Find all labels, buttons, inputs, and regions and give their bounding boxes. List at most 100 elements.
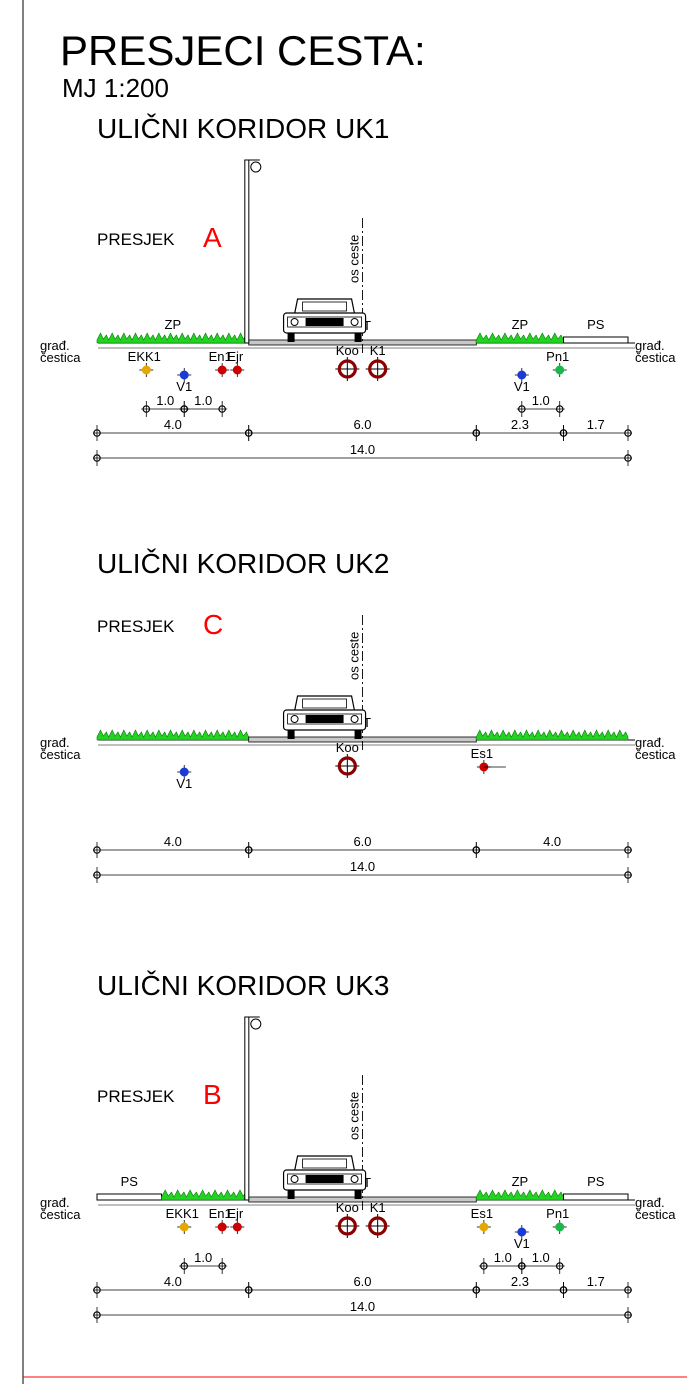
utility-pipe-circle	[179, 370, 189, 380]
dimension-node	[93, 1311, 101, 1319]
grass-verge-icon	[161, 1189, 250, 1201]
dimension-text: 1.7	[587, 417, 605, 432]
dimension-text: 4.0	[164, 417, 182, 432]
utility-pipe-circle	[337, 359, 357, 379]
utility-pipe-circle	[368, 359, 388, 379]
utility-marker: V1	[514, 1225, 530, 1251]
dimension-node	[559, 1286, 568, 1294]
utility-pipe-circle	[337, 756, 357, 776]
utility-label: EKK1	[128, 349, 161, 364]
utility-label: Pn1	[546, 1206, 569, 1221]
dimension-node	[180, 405, 189, 413]
right-edge-label: čestica	[635, 1207, 676, 1222]
sub-dimension-text: 1.0	[156, 393, 174, 408]
dimension-text: 2.3	[511, 417, 529, 432]
grass-verge-icon	[475, 729, 629, 741]
utility-marker: K1	[365, 1200, 390, 1238]
dimension-node	[624, 1286, 632, 1294]
dimension-node	[142, 405, 151, 413]
scale-label: MJ 1:200	[62, 73, 169, 103]
sub-dimension-text: 1.0	[194, 1250, 212, 1265]
dimension-node	[93, 1286, 101, 1294]
utility-label: Koo	[336, 1200, 359, 1215]
zone-label: PS	[587, 1174, 605, 1189]
dimension-node	[218, 405, 226, 413]
car-grille	[305, 318, 344, 326]
utility-pipe-circle	[555, 1222, 565, 1232]
utility-marker: En1	[209, 1206, 232, 1234]
grass-verge-icon	[96, 729, 250, 741]
car-windshield	[302, 1158, 347, 1169]
sub-dimension-text: 1.0	[532, 1250, 550, 1265]
left-edge-label: građ.	[40, 338, 70, 353]
dimension-node	[180, 1262, 189, 1270]
left-edge-label: čestica	[40, 747, 81, 762]
axis-label: os ceste	[347, 1092, 362, 1140]
grass-verge-icon	[475, 332, 564, 344]
sub-dimension-text: 1.0	[532, 393, 550, 408]
left-edge-label: građ.	[40, 1195, 70, 1210]
right-edge-label: građ.	[635, 735, 665, 750]
utility-label: V1	[514, 1236, 530, 1251]
axis-label: os ceste	[347, 632, 362, 680]
dimension-node	[624, 1311, 632, 1319]
utility-marker: En1	[209, 349, 232, 377]
utility-label: Es1	[471, 746, 493, 761]
dimension-node	[624, 429, 632, 437]
axis-label: os ceste	[347, 235, 362, 283]
utility-marker: K1	[365, 343, 390, 381]
dimension-node	[517, 1262, 526, 1270]
utility-pipe-circle	[368, 1216, 388, 1236]
utility-pipe-circle	[555, 365, 565, 375]
dimension-text: 4.0	[164, 1274, 182, 1289]
car-icon	[282, 695, 367, 739]
utility-label: K1	[370, 1200, 386, 1215]
dimension-text: 1.7	[587, 1274, 605, 1289]
car-headlight	[290, 318, 299, 326]
presjek-label: PRESJEK	[97, 617, 175, 636]
right-edge-label: čestica	[635, 747, 676, 762]
car-wheel	[287, 730, 295, 739]
utility-label: Koo	[336, 740, 359, 755]
sub-dimension-text: 1.0	[494, 1250, 512, 1265]
car-windshield	[302, 698, 347, 709]
left-edge-label: građ.	[40, 735, 70, 750]
car-grille	[305, 715, 344, 723]
utility-pipe-circle	[337, 1216, 357, 1236]
dimension-node	[624, 846, 632, 854]
utility-pipe-circle	[217, 365, 227, 375]
utility-pipe-circle	[141, 365, 151, 375]
dimension-node	[624, 871, 632, 879]
right-edge-label: građ.	[635, 1195, 665, 1210]
dimension-node	[480, 1262, 488, 1270]
utility-label: K1	[370, 343, 386, 358]
utility-label: En1	[209, 349, 232, 364]
right-edge-label: čestica	[635, 350, 676, 365]
sub-dimension-text: 1.0	[194, 393, 212, 408]
lamp-head	[250, 161, 262, 173]
dimension-node	[555, 1262, 564, 1270]
dimension-node	[472, 1286, 481, 1294]
utility-marker: Koo	[335, 343, 360, 381]
corridor-title: ULIČNI KORIDOR UK3	[97, 970, 390, 1001]
dimension-node	[244, 846, 253, 854]
sidewalk-surface	[96, 1193, 162, 1201]
dimension-text: 6.0	[353, 834, 371, 849]
utility-label: V1	[176, 776, 192, 791]
dimension-text: 4.0	[543, 834, 561, 849]
zone-label: ZP	[165, 317, 182, 332]
corridor-title: ULIČNI KORIDOR UK1	[97, 113, 390, 144]
dimension-text: 4.0	[164, 834, 182, 849]
car-wheel	[287, 1190, 295, 1199]
utility-pipe-circle	[179, 1222, 189, 1232]
total-dimension-text: 14.0	[350, 442, 375, 457]
dimension-text: 6.0	[353, 1274, 371, 1289]
dimension-node	[93, 846, 101, 854]
presjek-letter: B	[203, 1079, 222, 1110]
dimension-node	[624, 454, 632, 462]
corridor-title: ULIČNI KORIDOR UK2	[97, 548, 390, 579]
